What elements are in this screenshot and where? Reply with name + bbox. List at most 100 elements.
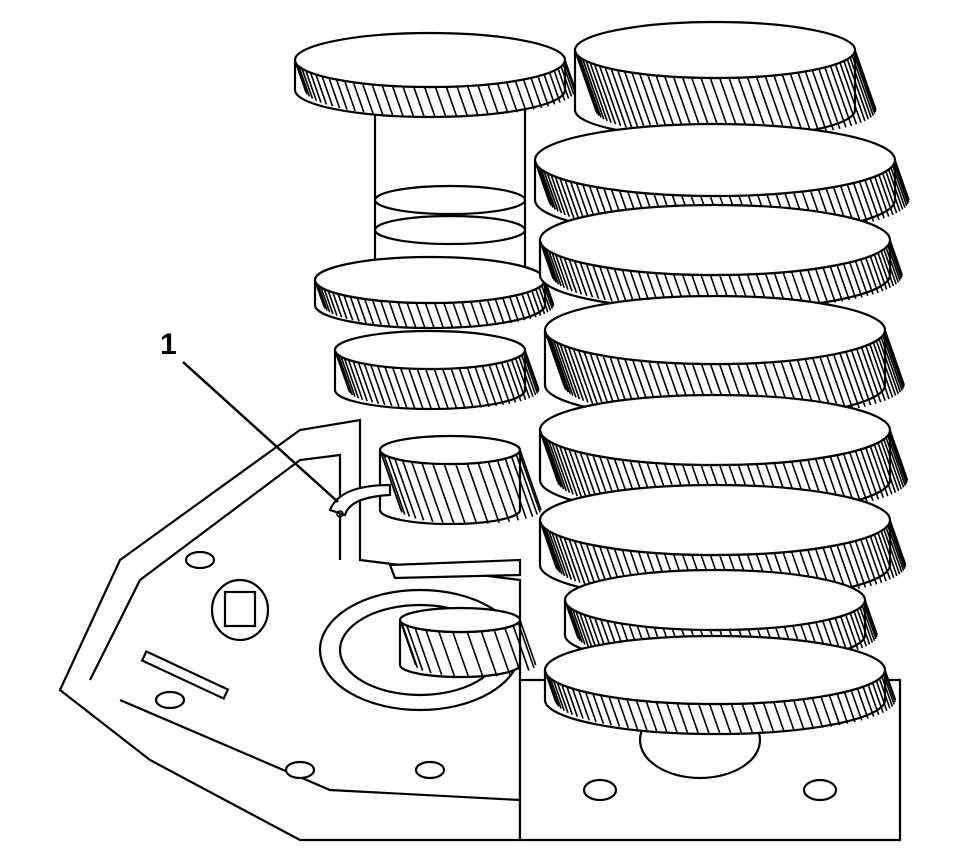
gear-tooth xyxy=(555,342,577,398)
gear-tooth xyxy=(889,519,907,566)
gear-tooth xyxy=(512,625,530,671)
gear-tooth xyxy=(832,354,854,410)
gear-tooth xyxy=(328,77,341,109)
gear-tooth xyxy=(865,345,886,401)
gear-tooth xyxy=(466,85,479,117)
gear-tooth xyxy=(569,181,586,222)
gear-tooth xyxy=(604,67,627,128)
gear-tooth xyxy=(518,452,541,513)
gear-5 xyxy=(398,606,537,679)
gear-tooth xyxy=(772,701,785,733)
gear-tooth xyxy=(621,269,636,305)
gear-tooth xyxy=(869,255,884,292)
gear-tooth xyxy=(517,622,535,669)
gear-tooth xyxy=(861,605,876,641)
gear-tooth xyxy=(510,359,527,401)
gear-tooth xyxy=(412,86,425,118)
gear-tooth xyxy=(869,178,885,219)
gear-tooth xyxy=(616,69,640,131)
gear-4 xyxy=(378,434,542,526)
gear-tooth xyxy=(811,69,835,131)
gear-tooth xyxy=(554,176,571,217)
gear-tooth xyxy=(433,302,445,329)
gear-tooth xyxy=(441,368,458,410)
gear-tooth xyxy=(521,293,532,320)
gear-tooth xyxy=(573,450,593,502)
gear-tooth xyxy=(843,691,856,723)
gear-tooth xyxy=(563,61,576,93)
gear-tooth xyxy=(863,603,877,640)
gear-tooth xyxy=(548,250,562,287)
gear-tooth xyxy=(352,360,368,402)
gear-tooth xyxy=(883,333,905,389)
gear-tooth xyxy=(858,181,875,222)
gear-tooth xyxy=(500,362,517,403)
gear-tooth xyxy=(425,629,443,676)
gear-tooth xyxy=(854,260,869,297)
gear-tooth xyxy=(577,350,599,406)
gear-tooth xyxy=(887,169,904,210)
gear-tooth xyxy=(522,79,535,110)
gear-tooth xyxy=(548,72,561,103)
gear-tooth xyxy=(856,688,869,719)
gear-tooth xyxy=(792,699,805,731)
gear-tooth xyxy=(432,463,455,524)
gear-tooth xyxy=(592,264,606,301)
gear-tooth xyxy=(543,281,555,308)
gear-tooth xyxy=(889,429,909,481)
gear-tooth xyxy=(543,74,556,105)
callout-label-1: 1 xyxy=(160,328,177,361)
gear-tooth xyxy=(592,693,605,724)
gear-tooth xyxy=(883,671,896,703)
gear-tooth xyxy=(593,64,617,125)
gear-tooth xyxy=(474,366,490,407)
gear-tooth xyxy=(567,346,589,403)
gear-tooth xyxy=(563,345,585,401)
gear-tooth xyxy=(568,539,586,585)
gear-tooth xyxy=(836,454,856,506)
gear-tooth xyxy=(773,75,796,136)
gear-tooth xyxy=(826,355,847,411)
gear-tooth xyxy=(526,292,537,318)
gear-tooth xyxy=(504,627,522,674)
gear-tooth xyxy=(781,74,805,135)
gear-tooth xyxy=(401,460,425,521)
gear-tooth xyxy=(541,435,561,486)
gear-tooth xyxy=(854,49,877,111)
gear-tooth xyxy=(563,447,583,499)
gear-tooth xyxy=(487,461,511,522)
gear-tooth xyxy=(557,68,570,99)
gear-tooth xyxy=(380,452,403,513)
gear-tooth xyxy=(885,527,903,573)
gear-3 xyxy=(333,329,540,411)
gear-tooth xyxy=(554,444,574,495)
gear-tooth xyxy=(519,619,537,666)
gear-tooth xyxy=(540,285,552,311)
gear-tooth xyxy=(452,631,470,678)
gear-tooth xyxy=(836,264,851,301)
gear-tooth xyxy=(337,293,348,320)
gear-tooth xyxy=(829,65,853,127)
gear-tooth xyxy=(846,184,863,225)
gear-tooth xyxy=(865,257,879,294)
gear-tooth xyxy=(697,703,710,735)
gear-tooth xyxy=(616,697,629,729)
gear-tooth xyxy=(888,521,907,568)
gear-tooth xyxy=(421,462,444,524)
gear-8 xyxy=(538,203,904,312)
gear-tooth xyxy=(538,287,549,313)
gear-tooth xyxy=(466,631,484,678)
gear-tooth xyxy=(873,444,893,495)
gear-tooth xyxy=(583,351,605,407)
gear-tooth xyxy=(450,368,466,409)
gear-tooth xyxy=(828,694,841,726)
gear-tooth xyxy=(553,70,566,101)
gear-tooth xyxy=(546,335,568,391)
gear-tooth xyxy=(564,179,580,221)
gear-tooth xyxy=(579,262,594,298)
gear-tooth xyxy=(850,690,863,721)
gear-tooth xyxy=(853,610,868,647)
gear-tooth xyxy=(871,682,884,714)
gear-tooth xyxy=(860,539,878,585)
gear-tooth xyxy=(860,259,874,295)
